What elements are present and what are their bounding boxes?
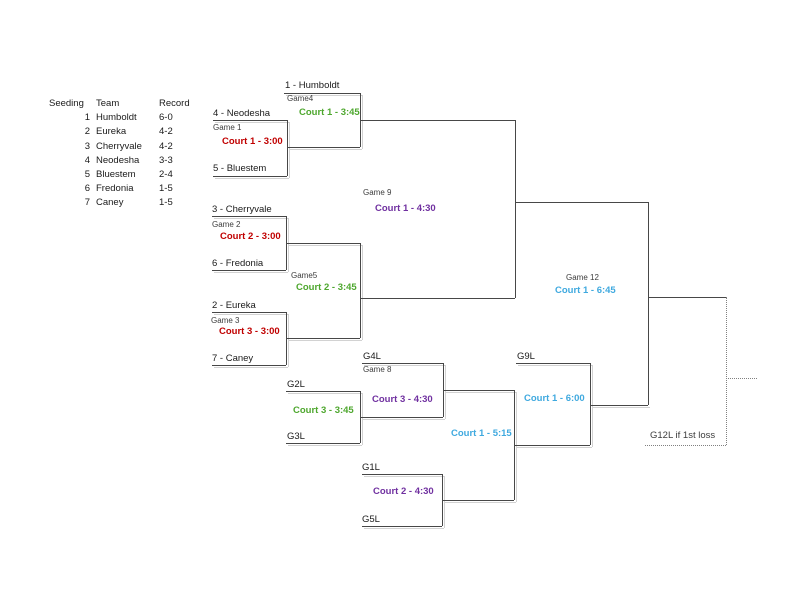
seed-number: 1 (84, 112, 90, 124)
bracket-line-game6-winner (360, 417, 443, 418)
slot-g3l: G3L (287, 431, 305, 442)
seed-number: 2 (84, 126, 90, 138)
slot-g1l: G1L (362, 462, 380, 473)
game5-schedule: Court 2 - 3:45 (296, 282, 357, 293)
team-record: 6-0 (159, 112, 173, 124)
bracket-line-fredonia (212, 270, 286, 271)
bracket-line-game3-winner (286, 338, 360, 339)
bracket-line-game7-winner (442, 500, 514, 501)
slot-humboldt: 1 - Humboldt (285, 80, 340, 91)
seeding-table: Seeding Team Record 1 Humboldt 6-0 2 Eur… (49, 97, 199, 211)
game2-schedule: Court 2 - 3:00 (220, 231, 281, 242)
team-record: 4-2 (159, 140, 173, 152)
bracket-line-bluestem (213, 176, 287, 177)
bracket-line-game4-winner (360, 120, 515, 121)
bracket-line-game12-right (648, 202, 649, 405)
bracket-line-neodesha (213, 120, 287, 121)
bracket-line-caney (212, 365, 286, 366)
dotted-line-if-first-loss-base (645, 445, 726, 446)
slot-bluestem: 5 - Bluestem (213, 163, 267, 174)
team-name: Bluestem (96, 168, 136, 180)
team-record: 3-3 (159, 154, 173, 166)
game12-label: Game 12 (566, 273, 599, 282)
bracket-line-eureka (212, 312, 286, 313)
slot-g5l: G5L (362, 514, 380, 525)
bracket-line-game5-winner (360, 298, 515, 299)
team-name: Neodesha (96, 154, 140, 166)
bracket-line-g9l (516, 363, 590, 364)
bracket-line-champion (648, 297, 726, 298)
bracket-line-g3l (286, 443, 360, 444)
game6-schedule: Court 3 - 3:45 (293, 405, 354, 416)
seed-number: 4 (84, 154, 90, 166)
seed-number: 5 (84, 168, 90, 180)
game1-schedule: Court 1 - 3:00 (222, 136, 283, 147)
bracket-line-g4l (362, 363, 443, 364)
bracket-line-game8-winner (443, 390, 514, 391)
team-name: Eureka (96, 126, 127, 138)
bracket-line-cherryvale (212, 216, 286, 217)
dotted-line-if-first-loss-vertical (726, 297, 727, 445)
game9-label: Game 9 (363, 188, 392, 197)
slot-neodesha: 4 - Neodesha (213, 108, 271, 119)
game2-label: Game 2 (212, 220, 241, 229)
bracket-line-g5l (362, 526, 442, 527)
game8-schedule: Court 3 - 4:30 (372, 394, 433, 405)
game3-schedule: Court 3 - 3:00 (219, 326, 280, 337)
game1-label: Game 1 (213, 123, 242, 132)
bracket-line-g1l (362, 474, 442, 475)
bracket-line-game11-winner (590, 405, 648, 406)
game8-label: Game 8 (363, 365, 392, 374)
slot-fredonia: 6 - Fredonia (212, 258, 264, 269)
slot-g2l: G2L (287, 379, 305, 390)
if-first-loss-note: G12L if 1st loss (650, 430, 716, 441)
seeding-header: Seeding (49, 98, 84, 109)
team-record: 4-2 (159, 126, 173, 138)
game5-label: Game5 (291, 271, 318, 280)
bracket-line-game2-winner (286, 243, 360, 244)
slot-eureka: 2 - Eureka (212, 300, 256, 311)
record-header: Record (159, 98, 190, 109)
game12-schedule: Court 1 - 6:45 (555, 285, 616, 296)
game10-schedule: Court 1 - 5:15 (451, 428, 512, 439)
game7-schedule: Court 2 - 4:30 (373, 486, 434, 497)
bracket-line-game11-right (590, 363, 591, 445)
bracket-line-game1-winner (287, 147, 360, 148)
game4-label: Game4 (287, 94, 314, 103)
game4-schedule: Court 1 - 3:45 (299, 107, 360, 118)
seed-number: 3 (84, 140, 90, 152)
dotted-line-if-first-loss-stub (726, 378, 757, 379)
bracket-line-game10-winner (514, 445, 590, 446)
team-name: Caney (96, 197, 124, 209)
game3-label: Game 3 (211, 316, 240, 325)
bracket-line-g2l (286, 391, 360, 392)
team-record: 1-5 (159, 197, 173, 209)
bracket-line-humboldt (284, 93, 360, 94)
team-name: Humboldt (96, 112, 137, 124)
game9-schedule: Court 1 - 4:30 (375, 203, 436, 214)
game11-schedule: Court 1 - 6:00 (524, 393, 585, 404)
slot-cherryvale: 3 - Cherryvale (212, 204, 272, 215)
bracket-line-game5-right (360, 243, 361, 338)
team-record: 1-5 (159, 183, 173, 195)
team-record: 2-4 (159, 168, 173, 180)
bracket-line-game9-winner (515, 202, 648, 203)
team-header: Team (96, 98, 120, 109)
slot-g9l: G9L (517, 351, 535, 362)
team-name: Cherryvale (96, 140, 142, 152)
bracket-line-game9-right (515, 120, 516, 298)
team-name: Fredonia (96, 183, 134, 195)
seed-number: 6 (84, 183, 90, 195)
slot-caney: 7 - Caney (212, 353, 254, 364)
bracket-line-game1-right (287, 120, 288, 176)
slot-g4l: G4L (363, 351, 381, 362)
seed-number: 7 (84, 197, 90, 209)
